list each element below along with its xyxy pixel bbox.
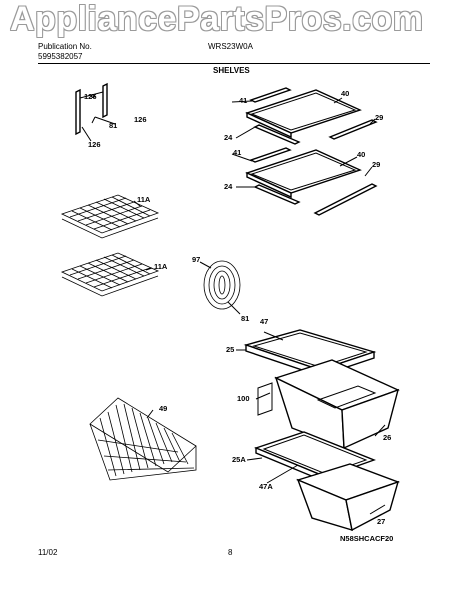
- callout-27: 27: [377, 517, 386, 526]
- callout-25: 25: [226, 345, 235, 354]
- publication-number: 5995382057: [38, 52, 83, 61]
- callout-97: 97: [192, 255, 201, 264]
- callout-100: 100: [237, 394, 250, 403]
- callout-11a-upper: 11A: [137, 195, 151, 204]
- callout-11a-lower: 11A: [154, 262, 168, 271]
- crisper-drawer-27: [295, 463, 401, 532]
- callout-47a: 47A: [259, 482, 273, 491]
- shelf-lower: [231, 147, 378, 216]
- callout-126-right: 126: [134, 115, 147, 124]
- callout-81-coil: 81: [241, 314, 250, 323]
- callout-25a: 25A: [232, 455, 246, 464]
- callout-126-top: 126: [84, 92, 97, 101]
- callout-126-bottom: 126: [88, 140, 101, 149]
- watermark: AppliancePartsPros.com: [10, 0, 424, 38]
- footer-date: 11/02: [38, 548, 58, 557]
- callout-49: 49: [159, 404, 168, 413]
- wire-shelf-upper: [60, 194, 160, 239]
- callout-24-lower: 24: [224, 182, 233, 191]
- callout-40-lower: 40: [357, 150, 366, 159]
- diagram-code: N58SHCACF20: [340, 534, 394, 543]
- callout-40-upper: 40: [341, 89, 350, 98]
- callout-41-upper: 41: [239, 96, 248, 105]
- publication-label: Publication No.: [38, 42, 92, 51]
- section-title: SHELVES: [213, 66, 250, 75]
- header-rule: [38, 63, 430, 64]
- model-number: WRS23W0A: [208, 42, 253, 51]
- callout-26: 26: [383, 433, 392, 442]
- bracket-126: [75, 82, 116, 142]
- callout-24-upper: 24: [224, 133, 233, 142]
- crisper-drawer-26: [255, 359, 400, 450]
- wire-shelf-lower: [60, 252, 160, 297]
- footer-page-number: 8: [228, 548, 233, 557]
- callout-81-bracket: 81: [109, 121, 118, 130]
- crisper-cover-47: [236, 329, 377, 377]
- callout-29-upper: 29: [375, 113, 384, 122]
- spiral-coil-97: [199, 260, 241, 315]
- wire-bin-49: [89, 397, 197, 481]
- shelf-upper: [231, 87, 378, 145]
- callout-41-lower: 41: [233, 148, 242, 157]
- callout-47: 47: [260, 317, 269, 326]
- callout-29-lower: 29: [372, 160, 381, 169]
